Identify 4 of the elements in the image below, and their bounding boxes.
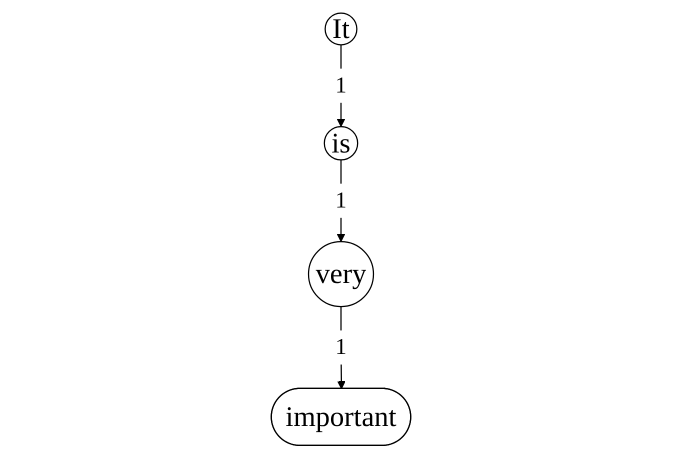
- word-ellipse: It: [324, 12, 358, 46]
- word-ellipse: important: [270, 388, 412, 446]
- word-ellipse: very: [308, 241, 374, 308]
- word-ellipse: is: [324, 126, 358, 160]
